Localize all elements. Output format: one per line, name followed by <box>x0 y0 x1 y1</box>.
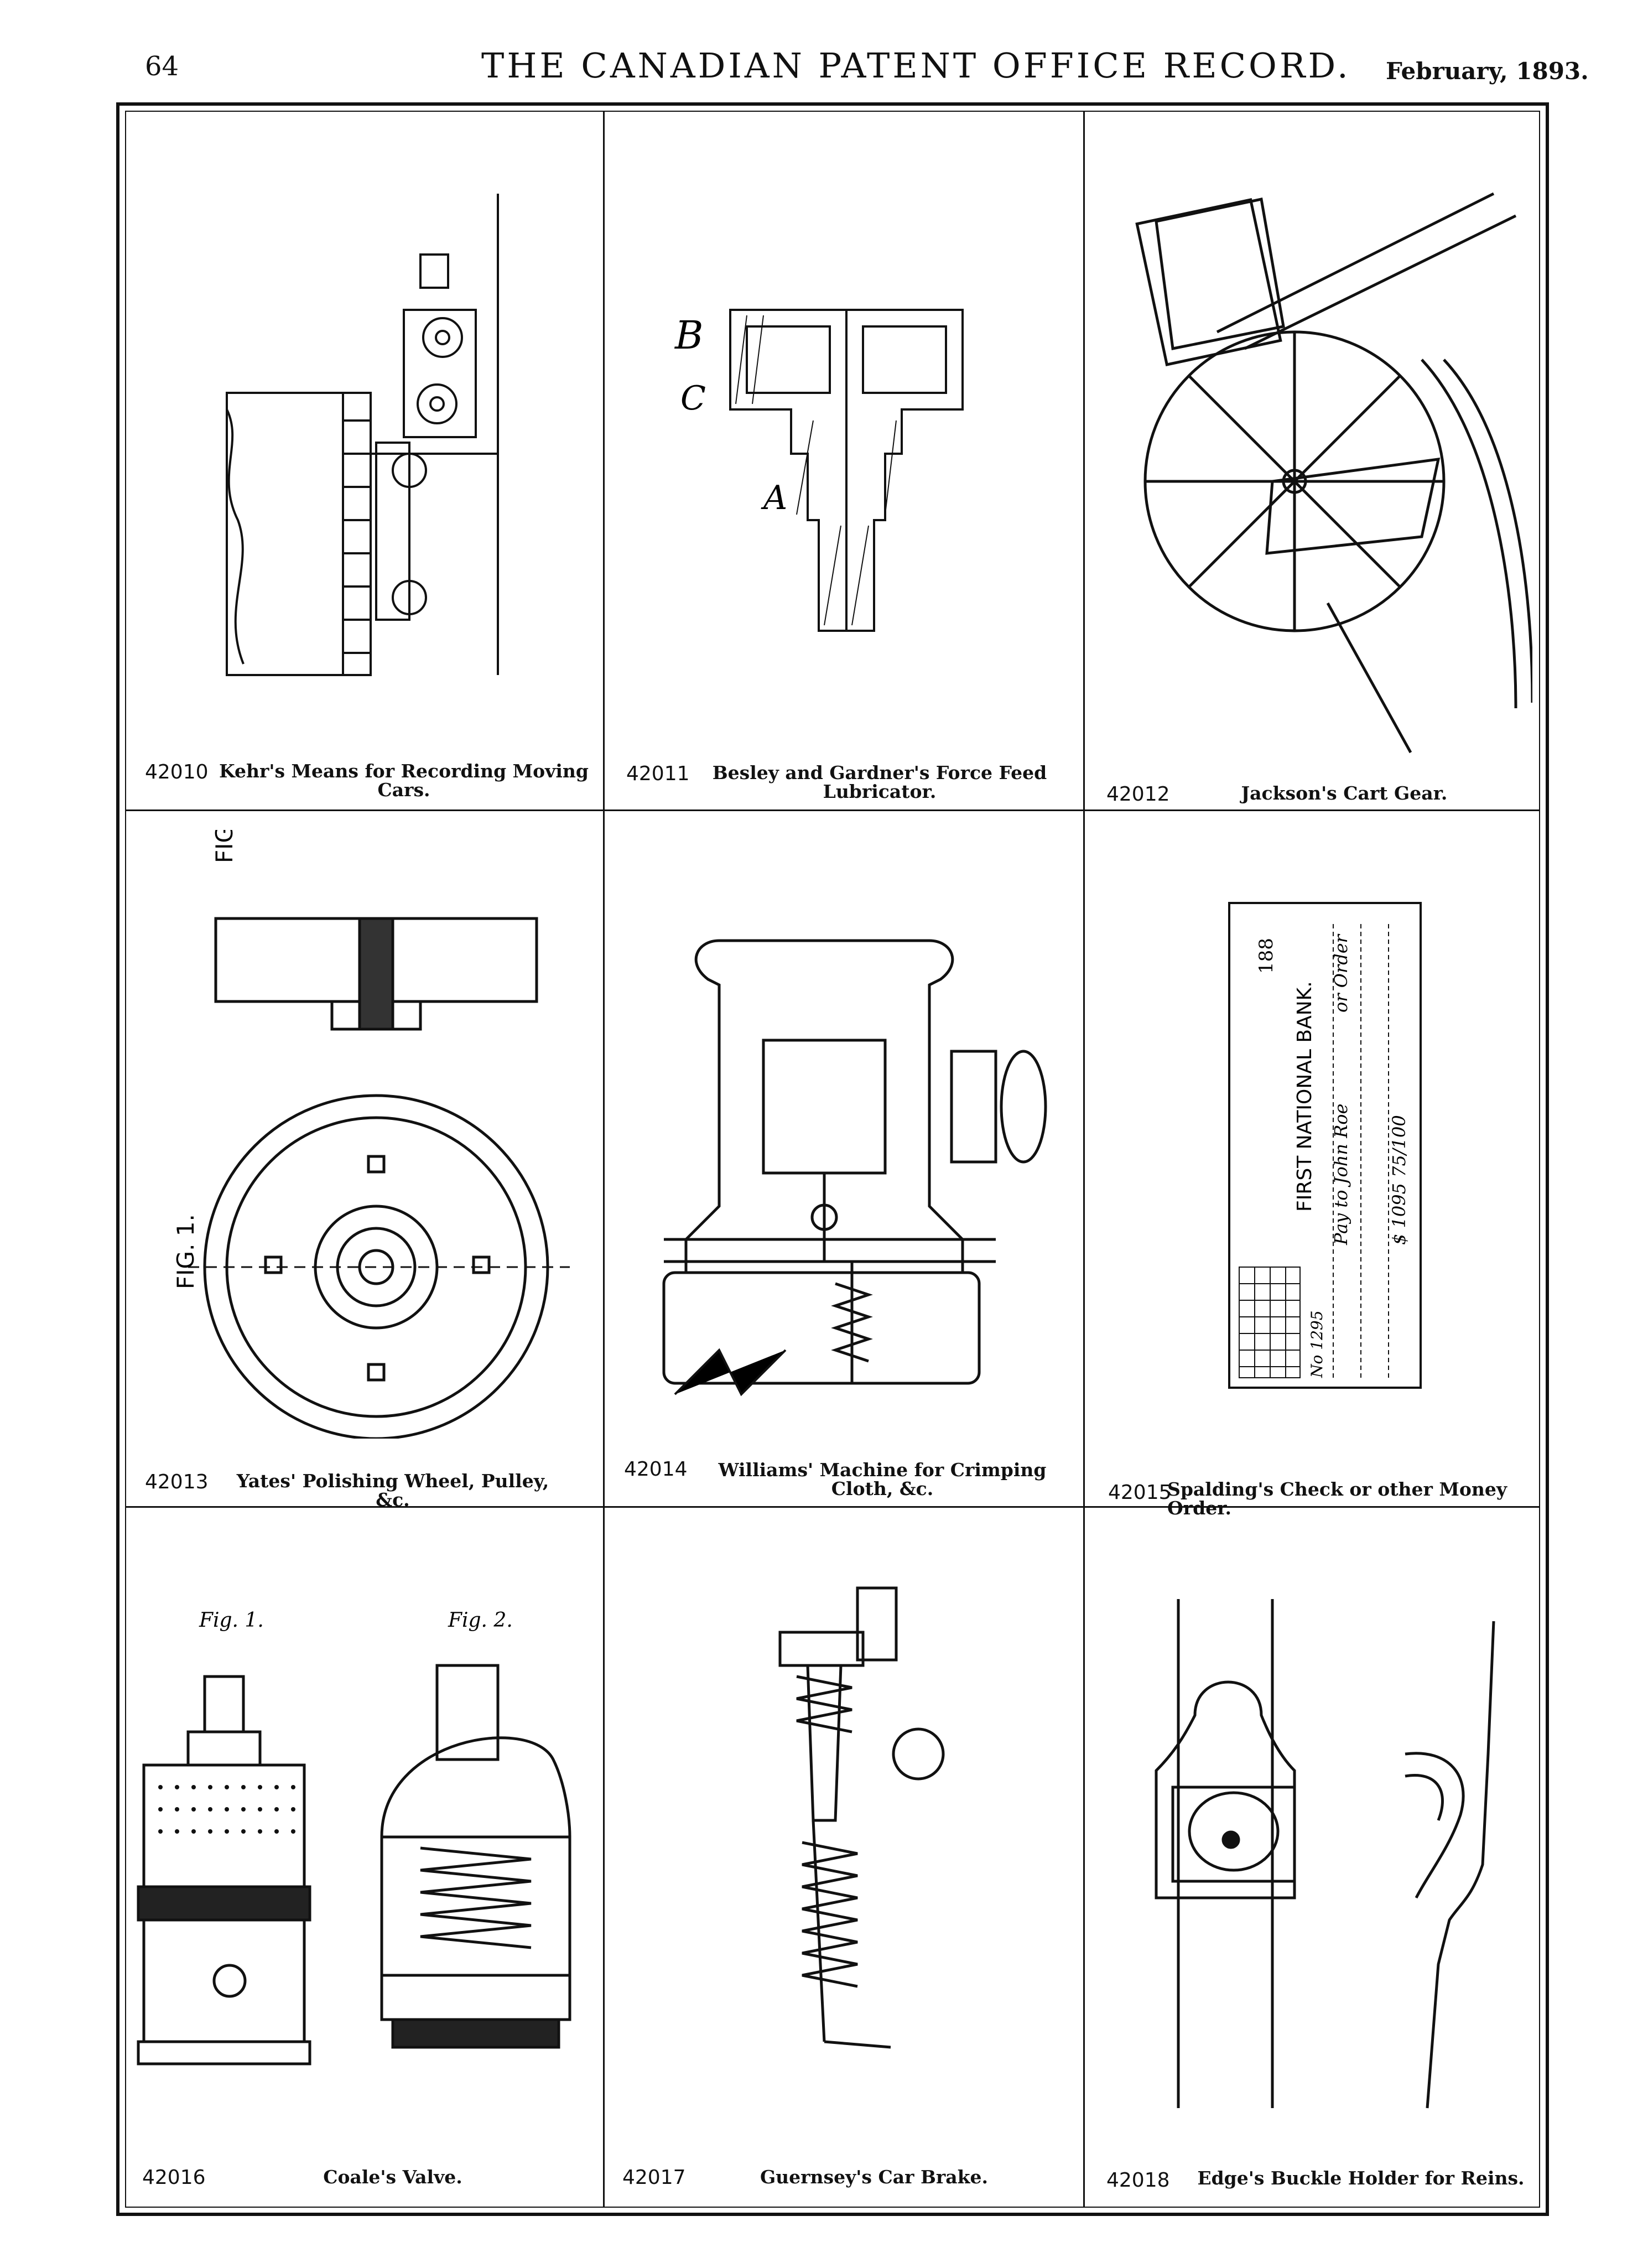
patent-number: 42011 <box>626 762 690 785</box>
patent-caption: Coale's Valve. <box>323 2166 462 2188</box>
patent-caption: Kehr's Means for Recording Moving Cars. <box>219 760 589 801</box>
row-divider <box>125 809 1540 811</box>
patent-caption: Spalding's Check or other Money Order. <box>1167 1478 1507 1519</box>
patent-caption: Besley and Gardner's Force Feed Lubricat… <box>712 762 1047 802</box>
check-order: or Order <box>1330 933 1351 1013</box>
outer-frame <box>116 102 1549 2216</box>
patent-number: 42014 <box>624 1458 688 1481</box>
patent-caption: Edge's Buckle Holder for Reins. <box>1197 2167 1525 2189</box>
svg-text:B: B <box>674 313 703 358</box>
patent-caption: Jackson's Cart Gear. <box>1241 782 1448 804</box>
patent-number: 42015 <box>1108 1481 1172 1504</box>
polishing-wheel-drawing: FIG. 2. FIG. 1. <box>172 830 570 1439</box>
check-amount: $ 1095 75/100 <box>1389 1115 1410 1245</box>
check-year: 188 <box>1255 938 1277 974</box>
patent-caption: Guernsey's Car Brake. <box>760 2166 988 2188</box>
column-divider <box>603 111 605 2208</box>
patent-caption: Yates' Polishing Wheel, Pulley, &c. <box>236 1470 549 1511</box>
patent-number: 42016 <box>142 2166 206 2189</box>
page-number: 64 <box>145 51 179 82</box>
fig-label: Fig. 1. <box>199 1609 264 1632</box>
patent-number: 42012 <box>1106 783 1170 806</box>
column-divider <box>1083 111 1085 2208</box>
crimping-machine-drawing <box>662 939 1047 1397</box>
valve-drawing: Fig. 1. Fig. 2. <box>137 1609 571 2065</box>
lubricator-drawing: B C A <box>674 309 964 632</box>
fig-label: FIG. 1. <box>172 1214 199 1289</box>
patent-number: 42017 <box>622 2166 686 2189</box>
car-recorder-drawing <box>226 194 499 676</box>
check-number: No 1295 <box>1308 1310 1326 1378</box>
patent-number: 42010 <box>145 761 209 783</box>
money-order-check-drawing: No 1295 FIRST NATIONAL BANK. 188 Pay to … <box>1228 902 1422 1389</box>
svg-text:C: C <box>680 379 706 418</box>
row-divider <box>125 1506 1540 1508</box>
cart-gear-drawing <box>1135 192 1532 754</box>
issue-date: February, 1893. <box>1386 58 1589 85</box>
fig-label: FIG. 2. <box>211 830 238 863</box>
inner-frame <box>125 111 1540 2208</box>
patent-caption: Williams' Machine for Crimping Cloth, &c… <box>718 1459 1047 1499</box>
check-bank-name: FIRST NATIONAL BANK. <box>1293 981 1316 1212</box>
check-payee: Pay to John Roe <box>1330 1104 1351 1246</box>
patent-number: 42018 <box>1106 2169 1170 2192</box>
car-brake-drawing <box>778 1586 945 2049</box>
patent-number: 42013 <box>145 1471 209 1493</box>
page-title: THE CANADIAN PATENT OFFICE RECORD. <box>481 45 1351 86</box>
page-header: 64 THE CANADIAN PATENT OFFICE RECORD. Fe… <box>0 0 1648 89</box>
svg-text:A: A <box>761 479 787 517</box>
buckle-holder-drawing <box>1155 1599 1495 2109</box>
fig-label: Fig. 2. <box>448 1609 513 1632</box>
